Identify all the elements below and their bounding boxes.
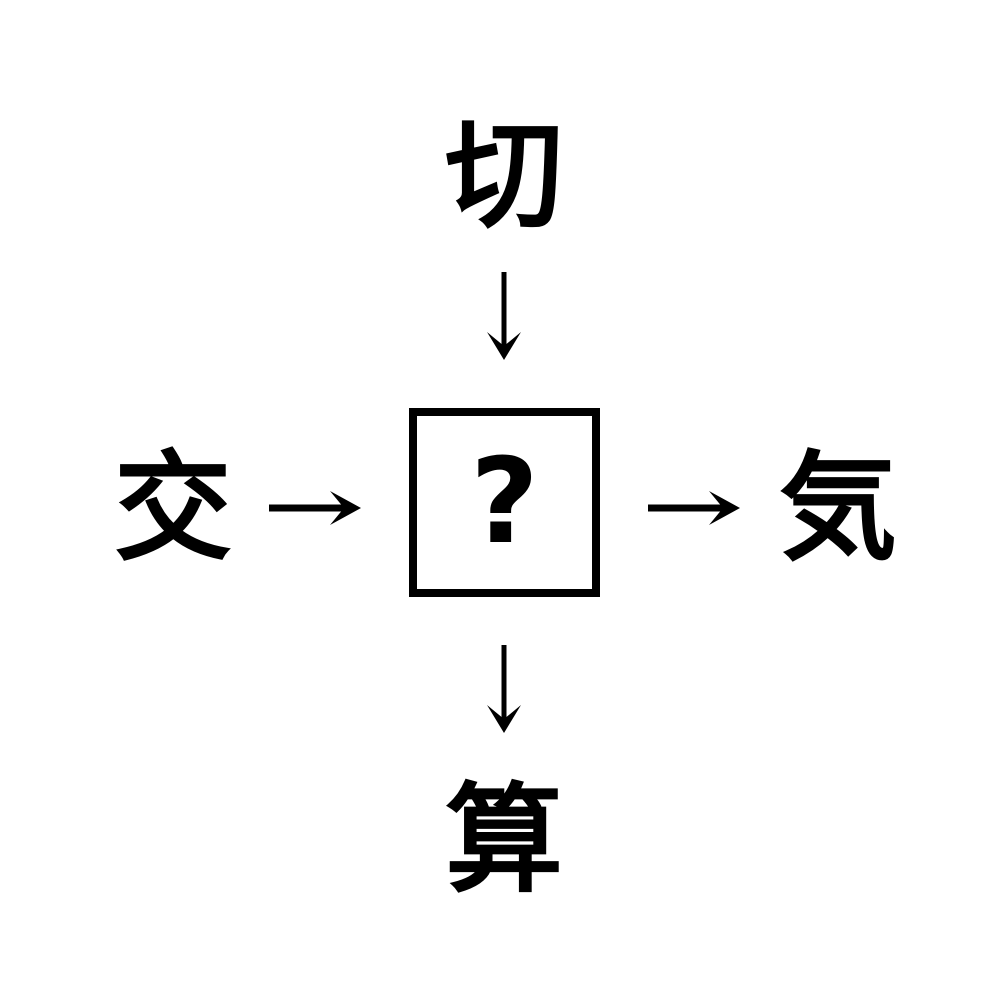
arrow-right-icon-left — [266, 488, 364, 528]
arrow-down-icon-top — [484, 270, 524, 362]
kanji-top: 切 — [444, 107, 563, 245]
question-mark-label: ? — [470, 431, 539, 570]
answer-box[interactable]: ? — [409, 408, 600, 597]
kanji-bottom: 算 — [444, 771, 563, 909]
arrow-right-icon-right — [645, 488, 743, 528]
kanji-right: 気 — [778, 439, 897, 577]
kanji-left: 交 — [113, 439, 232, 577]
arrow-down-icon-bottom — [484, 643, 524, 735]
